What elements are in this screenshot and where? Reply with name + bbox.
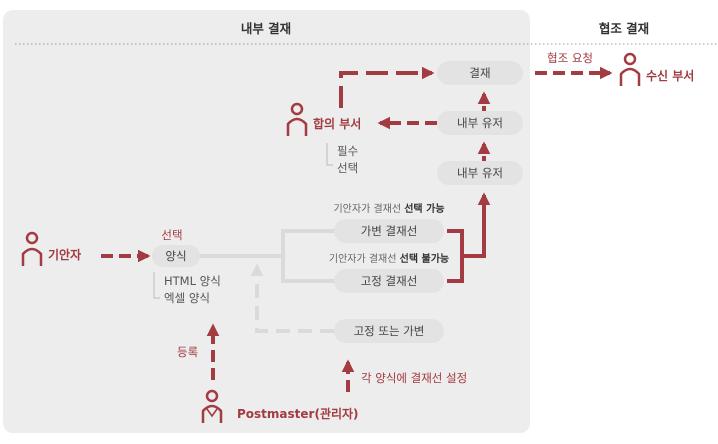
- node-approval: 결재: [437, 61, 523, 85]
- variable-note-prefix: 기안자가 결재선: [333, 203, 404, 215]
- drafter-person-icon: [21, 231, 43, 266]
- node-internal-circulation-2: 내부 유저: [437, 161, 523, 185]
- variable-note-bold: 선택 가능: [404, 202, 444, 215]
- postmaster-label: Postmaster(관리자): [237, 406, 359, 421]
- internal-section-title: 내부 결재: [241, 21, 291, 36]
- fixed-note-bold: 선택 불가능: [400, 252, 449, 265]
- svg-text:양식: 양식: [165, 249, 186, 263]
- agree-dept-person-icon: [286, 102, 308, 136]
- agree-option-select: 선택: [337, 161, 358, 175]
- node-fixed-or-variable: 고정 또는 가변: [334, 319, 444, 343]
- svg-text:가변 결재선: 가변 결재선: [361, 224, 418, 238]
- variable-line-note: 기안자가 결재선 선택 가능: [333, 202, 444, 215]
- coop-section-title: 협조 결재: [599, 21, 649, 36]
- node-fixed-line: 고정 결재선: [334, 269, 444, 293]
- coop-request-label: 협조 요청: [547, 51, 593, 65]
- node-internal-circulation-1: 내부 유저: [437, 111, 523, 135]
- fixed-line-note: 기안자가 결재선 선택 불가능: [329, 252, 449, 265]
- agree-dept-label: 합의 부서: [313, 116, 361, 131]
- svg-text:결재: 결재: [469, 66, 490, 80]
- fixed-note-prefix: 기안자가 결재선: [329, 253, 400, 265]
- form-option-html: HTML 양식: [164, 274, 221, 288]
- form-select-label: 선택: [161, 228, 182, 242]
- svg-text:고정 또는 가변: 고정 또는 가변: [354, 324, 425, 338]
- form-options-bracket: [153, 272, 160, 299]
- drafter-label: 기안자: [48, 247, 81, 262]
- postmaster-person-icon: [201, 389, 223, 423]
- node-form: 양식: [152, 245, 200, 267]
- agree-options-bracket: [326, 143, 333, 166]
- red-arrows: [101, 66, 613, 392]
- svg-text:내부 유저: 내부 유저: [457, 166, 503, 180]
- register-label: 등록: [177, 345, 198, 359]
- form-option-excel: 엑셀 양식: [164, 291, 210, 305]
- agree-option-required: 필수: [337, 144, 358, 158]
- node-variable-line: 가변 결재선: [334, 219, 444, 243]
- receiving-dept-person-icon: [619, 52, 641, 86]
- receiving-dept-label: 수신 부서: [646, 68, 694, 83]
- svg-text:내부 유저: 내부 유저: [457, 116, 503, 130]
- svg-text:고정 결재선: 고정 결재선: [361, 274, 418, 288]
- gray-connectors: [200, 229, 334, 333]
- per-form-setting-label: 각 양식에 결재선 설정: [361, 371, 467, 385]
